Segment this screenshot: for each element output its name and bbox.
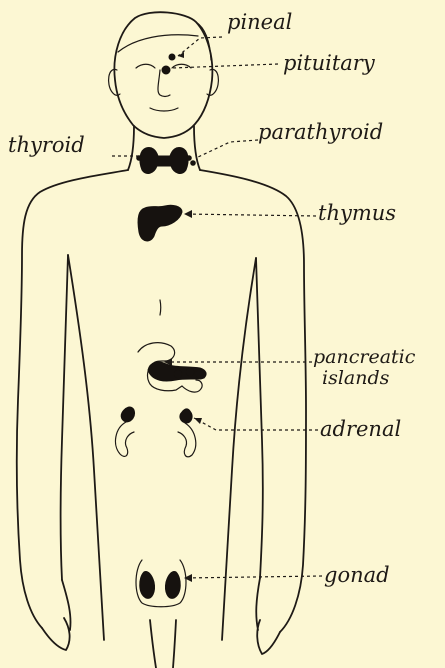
leg-right (173, 620, 176, 668)
pancreas-gland (138, 343, 206, 392)
thyroid-gland (140, 147, 188, 173)
arrow-thymus (184, 210, 192, 218)
left-eye (136, 64, 155, 68)
right-hand (256, 578, 280, 654)
torso-left (68, 255, 104, 640)
body-outline (17, 12, 306, 668)
adrenal-leader (194, 418, 318, 430)
parathyroid-leader (196, 140, 258, 158)
leg-left (150, 620, 156, 668)
thymus-leader (184, 214, 316, 216)
arrow-adrenal (194, 418, 202, 424)
label-adrenal: adrenal (320, 417, 401, 441)
label-pituitary: pituitary (283, 51, 376, 75)
neck-left (128, 126, 134, 170)
label-thyroid: thyroid (8, 133, 85, 157)
navel-mark (160, 300, 161, 315)
label-pineal: pineal (227, 10, 292, 34)
label-gonad: gonad (324, 563, 390, 587)
left-inner-arm (61, 255, 69, 580)
left-hand (42, 580, 71, 650)
label-thymus: thymus (318, 201, 396, 225)
label-pancreatic-line1: pancreatic (313, 346, 416, 368)
parathyroid-gland-1 (187, 156, 192, 161)
parathyroid-gland-2 (191, 161, 196, 166)
pineal-leader (178, 37, 222, 56)
pituitary-gland (162, 66, 170, 74)
right-inner-arm (256, 258, 263, 578)
head-outline (114, 12, 212, 138)
label-parathyroid: parathyroid (258, 120, 383, 144)
left-shoulder (17, 170, 128, 628)
label-pancreatic-line2: islands (322, 367, 390, 389)
torso-right (222, 258, 256, 640)
pineal-gland (169, 54, 175, 60)
mouth (150, 108, 178, 111)
adrenal-glands (115, 407, 195, 457)
right-shoulder (200, 170, 306, 632)
gonad-glands (136, 560, 186, 607)
thymus-gland (138, 205, 182, 241)
leader-lines (112, 37, 322, 582)
